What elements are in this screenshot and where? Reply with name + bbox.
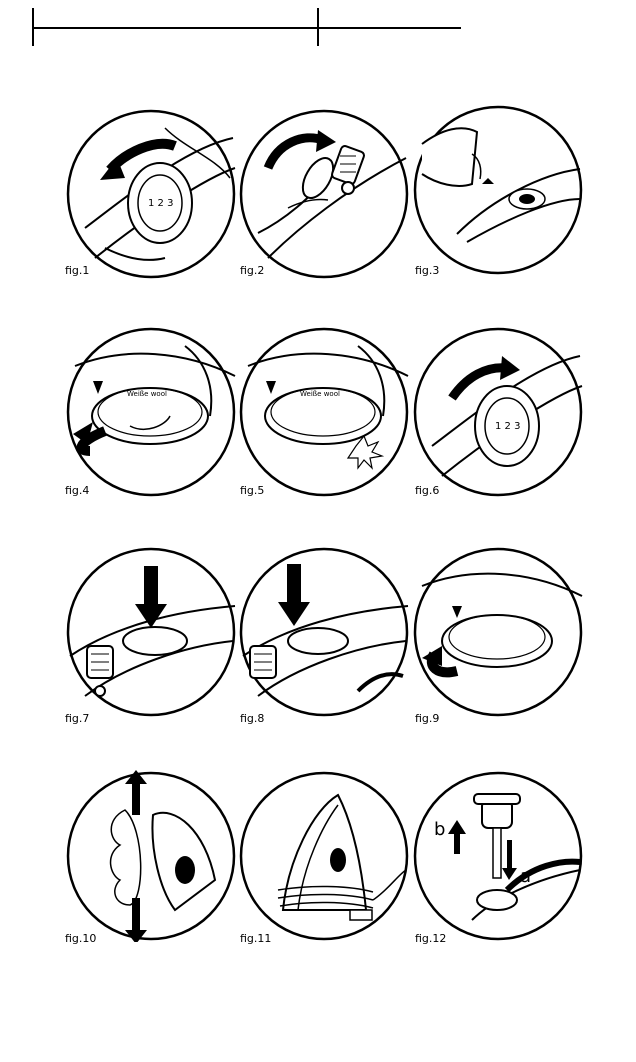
figure-11-caption: fig.11 (240, 932, 271, 945)
figure-2-caption: fig.2 (240, 264, 264, 277)
figure-12-anti-calc-valve: b a (412, 770, 584, 942)
figure-6-caption: fig.6 (415, 484, 439, 497)
figure-8-caption: fig.8 (240, 712, 264, 725)
figure-5-caption: fig.5 (240, 484, 264, 497)
figure-5-dial-text: Weiße wool (300, 390, 340, 398)
figure-12-label-b: b (434, 819, 445, 840)
header-rule-vertical-left (32, 8, 34, 46)
figure-6-dial-return: 1 2 3 (412, 326, 584, 498)
figure-7-caption: fig.7 (65, 712, 89, 725)
svg-text:1 2 3: 1 2 3 (495, 421, 520, 432)
figure-12-label-a: a (520, 866, 531, 887)
figure-12-caption: fig.12 (415, 932, 446, 945)
figure-4-caption: fig.4 (65, 484, 89, 497)
figure-4-steam-dial: Weiße wool (65, 326, 237, 498)
svg-text:1 2 3: 1 2 3 (148, 198, 173, 209)
header-rule-horizontal (32, 27, 461, 29)
figure-5-steam-dial-off: Weiße wool (238, 326, 410, 498)
figure-1-dial-turn: 1 2 3 (65, 108, 237, 280)
figure-10-vertical-steam (65, 770, 237, 942)
figure-9-dial-rotate (412, 546, 584, 718)
figure-1-caption: fig.1 (65, 264, 89, 277)
figure-11-cord-storage (238, 770, 410, 942)
figure-7-press-button (65, 546, 237, 718)
figure-3-caption: fig.3 (415, 264, 439, 277)
figure-8-press-button (238, 546, 410, 718)
figure-10-caption: fig.10 (65, 932, 96, 945)
figure-3-fill-water (412, 104, 584, 276)
figure-4-dial-text: Weiße wool (127, 390, 167, 398)
figure-9-caption: fig.9 (415, 712, 439, 725)
header-rule-vertical-mid (317, 8, 319, 46)
figure-2-spray-button (238, 108, 410, 280)
